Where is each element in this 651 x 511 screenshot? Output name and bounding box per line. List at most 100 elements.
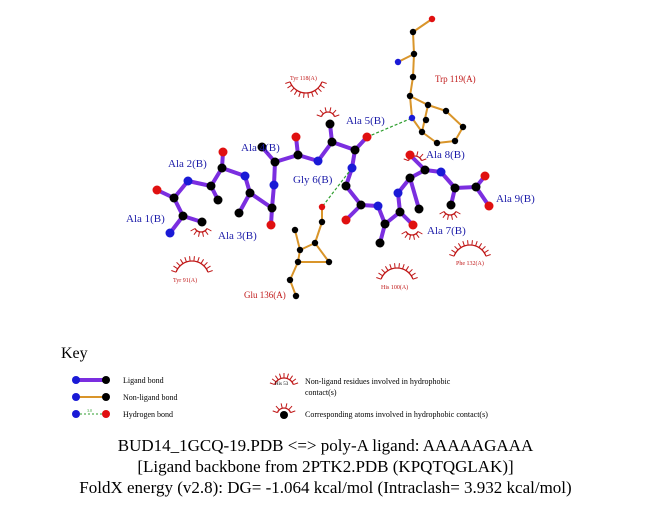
- ligand-atom: [197, 217, 207, 227]
- label-tyr118: Tyr 118(A): [290, 75, 317, 82]
- residue-atom: [408, 114, 416, 122]
- key-atom-arc: [272, 403, 296, 414]
- nonligand-bond: [412, 31, 415, 55]
- key-ligand-bond-sample: [72, 376, 110, 384]
- residue-atom: [394, 58, 402, 66]
- ligand-atom: [350, 145, 360, 155]
- nonligand-bond: [314, 221, 323, 244]
- label-his100: His 100(A): [381, 284, 408, 291]
- key-hydrogen-bond-sample: 3.0: [72, 408, 110, 418]
- key-hydrophobic-residue-sample: [269, 373, 299, 386]
- residue-atom: [311, 239, 319, 247]
- residue-atom: [286, 276, 294, 284]
- key-his53-label: His 53: [275, 382, 289, 387]
- label-phe132: Phe 132(A): [456, 260, 484, 267]
- ligand-atom: [380, 219, 390, 229]
- residue-atom: [409, 73, 417, 81]
- nonligand-bond: [409, 95, 413, 119]
- ligand-bond: [408, 177, 421, 210]
- residue-atom: [296, 246, 304, 254]
- key-ligand-bond-label: Ligand bond: [123, 376, 164, 385]
- label-ala3: Ala 3(B): [218, 230, 257, 242]
- ligand-atom: [245, 188, 255, 198]
- residue-atom: [294, 258, 302, 266]
- caption-line-2: [Ligand backbone from 2PTK2.PDB (KPQTQGL…: [137, 457, 514, 476]
- label-glu136: Glu 136(A): [244, 290, 286, 300]
- ligand-atom: [218, 147, 228, 157]
- hydrophobic-arc-tyr118: [285, 81, 327, 98]
- residue-atom: [433, 139, 441, 147]
- ligand-atom: [373, 201, 383, 211]
- ligand-atom: [393, 188, 403, 198]
- ligand-atom: [267, 203, 277, 213]
- label-ala5: Ala 5(B): [346, 115, 385, 127]
- ligand-atom: [362, 132, 372, 142]
- ligand-atom: [213, 195, 223, 205]
- residue-atom: [451, 137, 459, 145]
- residue-atom: [318, 218, 326, 226]
- ligand-atom: [395, 207, 405, 217]
- ligand-atom: [356, 200, 366, 210]
- key-nonligand-bond-sample: [72, 393, 110, 401]
- ligand-atom: [313, 156, 323, 166]
- ligand-atom: [152, 185, 162, 195]
- nonligand-bond: [314, 242, 330, 263]
- residue-atom: [459, 123, 467, 131]
- ligand-atom: [405, 150, 415, 160]
- nonligand-bond: [412, 18, 433, 33]
- ligand-atom: [446, 200, 456, 210]
- key-title: Key: [61, 345, 88, 362]
- key-nonligand-hydrophobic-label-2: contact(s): [305, 388, 337, 397]
- nonligand-bond: [409, 95, 429, 106]
- residue-atom: [292, 292, 300, 300]
- hydrophobic-arc-phe132: [449, 240, 491, 257]
- hydrophobic-atom-arc: [316, 107, 340, 118]
- ligand-atom: [169, 193, 179, 203]
- ligand-atom: [293, 150, 303, 160]
- ligand-atom: [436, 167, 446, 177]
- nonligand-bond: [294, 229, 301, 251]
- ligand-atom: [240, 171, 250, 181]
- ligand-atom: [234, 208, 244, 218]
- hydrogen-bonds: [321, 117, 413, 208]
- hydrophobic-atom-arc: [439, 211, 461, 220]
- residue-atom: [418, 128, 426, 136]
- label-ala7: Ala 7(B): [427, 225, 466, 237]
- ligand-atom: [269, 180, 279, 190]
- ligand-atom: [327, 137, 337, 147]
- nonligand-bond: [289, 261, 299, 281]
- label-ala1: Ala 1(B): [126, 213, 165, 225]
- residue-atom: [409, 28, 417, 36]
- label-ala9: Ala 9(B): [496, 193, 535, 205]
- ligand-atom: [183, 176, 193, 186]
- residue-atom: [291, 226, 299, 234]
- ligand-atom: [341, 215, 351, 225]
- label-trp119: Trp 119(A): [435, 74, 476, 84]
- ligand-atom: [450, 183, 460, 193]
- label-tyr91: Tyr 91(A): [173, 277, 197, 284]
- atoms: [152, 15, 494, 300]
- ligand-atom: [217, 163, 227, 173]
- ligand-atom: [408, 220, 418, 230]
- ligand-atom: [480, 171, 490, 181]
- nonligand-bond: [412, 53, 415, 78]
- ligand-atom: [257, 142, 267, 152]
- label-ala8: Ala 8(B): [426, 149, 465, 161]
- ligand-atom: [266, 220, 276, 230]
- ligand-atom: [375, 238, 385, 248]
- ligand-atom: [291, 132, 301, 142]
- residue-atom: [318, 203, 326, 211]
- residue-atom: [428, 15, 436, 23]
- hydrogen-bond: [366, 117, 413, 138]
- residue-atom: [442, 107, 450, 115]
- hydrophobic-atom-arc: [401, 231, 423, 240]
- ligand-atom: [471, 182, 481, 192]
- ligand-atom: [484, 201, 494, 211]
- key-hydrophobic-atom-sample: [272, 403, 296, 419]
- residue-atom: [410, 50, 418, 58]
- key-hydrogen-bond-label: Hydrogen bond: [123, 410, 173, 419]
- label-gly6: Gly 6(B): [293, 174, 333, 186]
- ligand-atom: [206, 181, 216, 191]
- ligand-atom: [414, 204, 424, 214]
- ligand-atom: [270, 157, 280, 167]
